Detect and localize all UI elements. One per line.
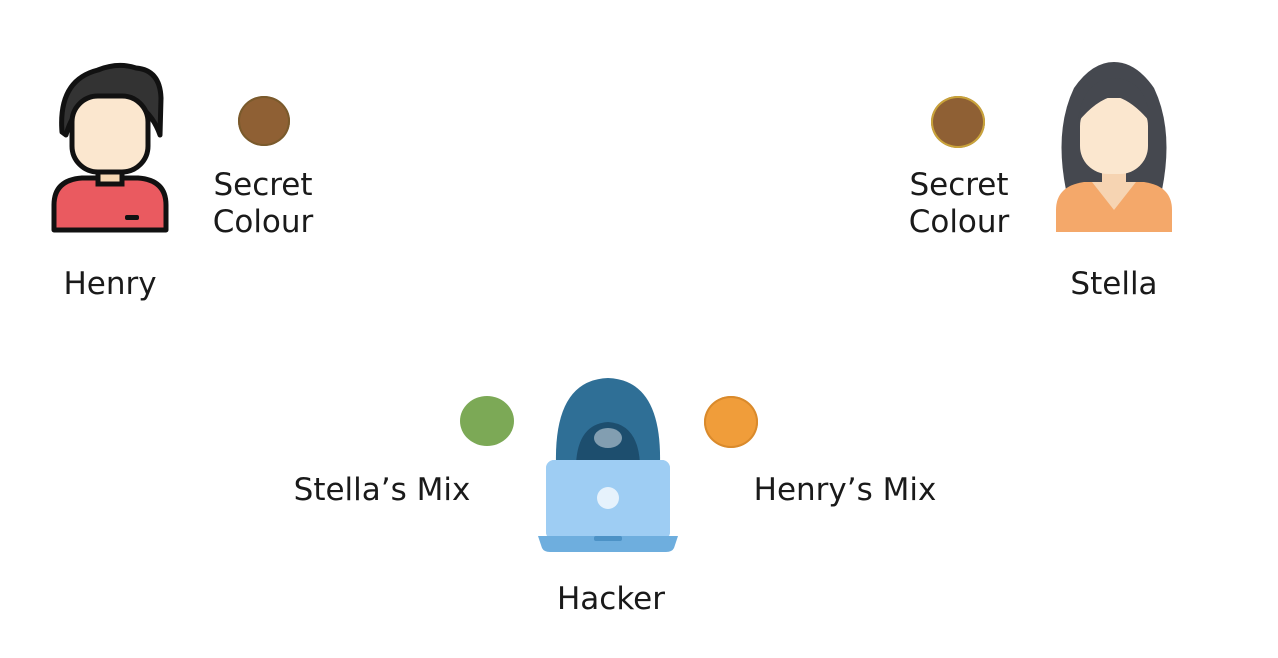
male-user-icon — [51, 62, 169, 233]
stella-secret-colour-dot — [931, 96, 985, 148]
stella-secret-label-line2: Colour — [908, 204, 1010, 240]
hooded-hacker-laptop-icon — [538, 378, 678, 552]
stella-name-label: Stella — [1070, 266, 1158, 302]
henry-mix-colour-dot — [704, 396, 758, 448]
stella-secret-label-line1: Secret — [909, 167, 1009, 203]
henry-avatar — [48, 60, 172, 234]
stella-avatar — [1052, 60, 1176, 234]
henry-secret-label-line2: Colour — [212, 204, 314, 240]
henry-mix-label: Henry’s Mix — [753, 472, 937, 508]
henry-name-label: Henry — [63, 266, 157, 302]
hacker-avatar — [538, 376, 678, 552]
hacker-name-label: Hacker — [556, 581, 665, 617]
stella-mix-colour-dot — [460, 396, 514, 446]
henry-secret-colour-dot — [238, 96, 290, 146]
stella-mix-label: Stella’s Mix — [293, 472, 471, 508]
henry-secret-label-line1: Secret — [213, 167, 313, 203]
female-user-icon — [1056, 62, 1172, 232]
